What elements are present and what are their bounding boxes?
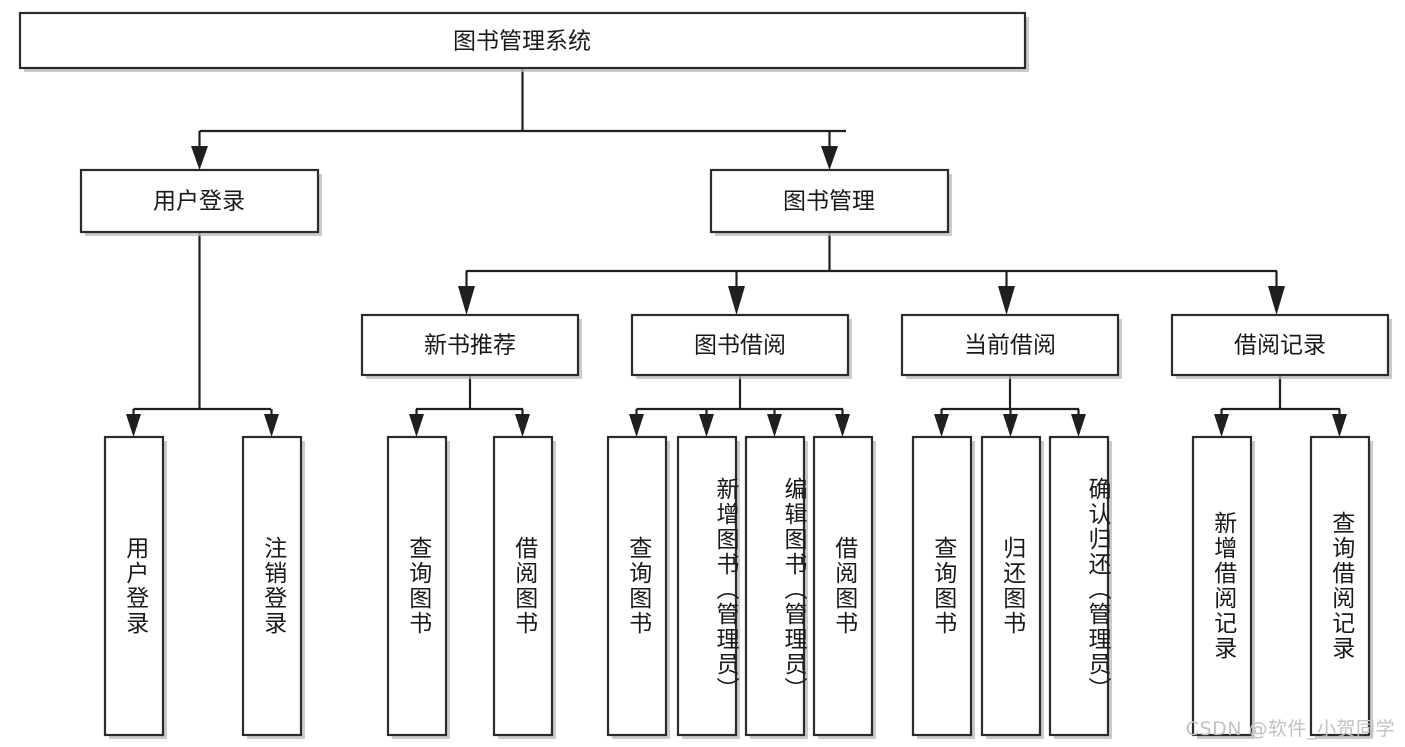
arrow-to-borrowrecord-leaf-1 — [1214, 414, 1229, 437]
arrow-to-bookborrow-leaf-4 — [835, 414, 850, 437]
leaf-box[interactable] — [386, 435, 448, 737]
leaf-box[interactable] — [1048, 435, 1110, 737]
arrow-to-current-borrow — [998, 286, 1015, 315]
leaf-box[interactable] — [812, 435, 874, 737]
node-book-manage-label: 图书管理 — [783, 189, 875, 215]
node-user-login-label: 用户登录 — [153, 189, 245, 215]
arrow-to-leaf-user-login — [126, 414, 141, 437]
arrow-to-bookborrow-leaf-1 — [629, 414, 644, 437]
arrow-to-leaf-logout — [264, 414, 279, 437]
arrow-to-currentborrow-leaf-1 — [934, 414, 949, 437]
leaf-box[interactable] — [1309, 435, 1371, 737]
node-book-borrow-label: 图书借阅 — [694, 333, 786, 359]
watermark-text: CSDN @软件_小贺同学 — [1185, 718, 1395, 740]
arrow-to-book-manage — [821, 146, 838, 170]
arrow-to-borrowrecord-leaf-2 — [1332, 414, 1347, 437]
leaf-box[interactable] — [103, 435, 165, 737]
box-layer — [18, 11, 1390, 737]
arrow-to-new-book — [458, 286, 475, 315]
node-current-borrow-label: 当前借阅 — [964, 333, 1056, 359]
arrow-to-user-login — [191, 146, 208, 170]
leaf-box[interactable] — [606, 435, 668, 737]
arrow-to-currentborrow-leaf-3 — [1071, 414, 1086, 437]
node-user-login-box[interactable] — [79, 168, 320, 234]
node-new-book-label: 新书推荐 — [424, 333, 516, 359]
leaf-box[interactable] — [744, 435, 806, 737]
leaf-box[interactable] — [1191, 435, 1253, 737]
arrow-to-borrow-record — [1268, 286, 1285, 315]
leaf-box[interactable] — [241, 435, 303, 737]
arrow-to-book-borrow — [728, 286, 745, 315]
arrow-to-bookborrow-leaf-2 — [699, 414, 714, 437]
node-current-borrow-box[interactable] — [900, 313, 1120, 377]
node-book-manage-box[interactable] — [709, 168, 950, 234]
node-borrow-record-label: 借阅记录 — [1234, 333, 1326, 359]
arrow-to-newbook-leaf-2 — [515, 414, 530, 437]
node-root-label: 图书管理系统 — [453, 29, 591, 55]
arrow-to-currentborrow-leaf-2 — [1003, 414, 1018, 437]
leaf-box[interactable] — [980, 435, 1042, 737]
node-root-box[interactable] — [18, 11, 1027, 70]
leaf-box[interactable] — [911, 435, 973, 737]
node-new-book-box[interactable] — [360, 313, 580, 377]
leaf-box[interactable] — [676, 435, 738, 737]
label-layer: 图书管理系统 用户登录 图书管理 新书推荐 图书借阅 当前借阅 借阅记录 — [153, 29, 1326, 359]
arrow-to-bookborrow-leaf-3 — [767, 414, 782, 437]
node-book-borrow-box[interactable] — [630, 313, 850, 377]
node-borrow-record-box[interactable] — [1170, 313, 1390, 377]
leaf-box[interactable] — [492, 435, 554, 737]
connector-layer — [126, 68, 1347, 437]
arrow-to-newbook-leaf-1 — [409, 414, 424, 437]
